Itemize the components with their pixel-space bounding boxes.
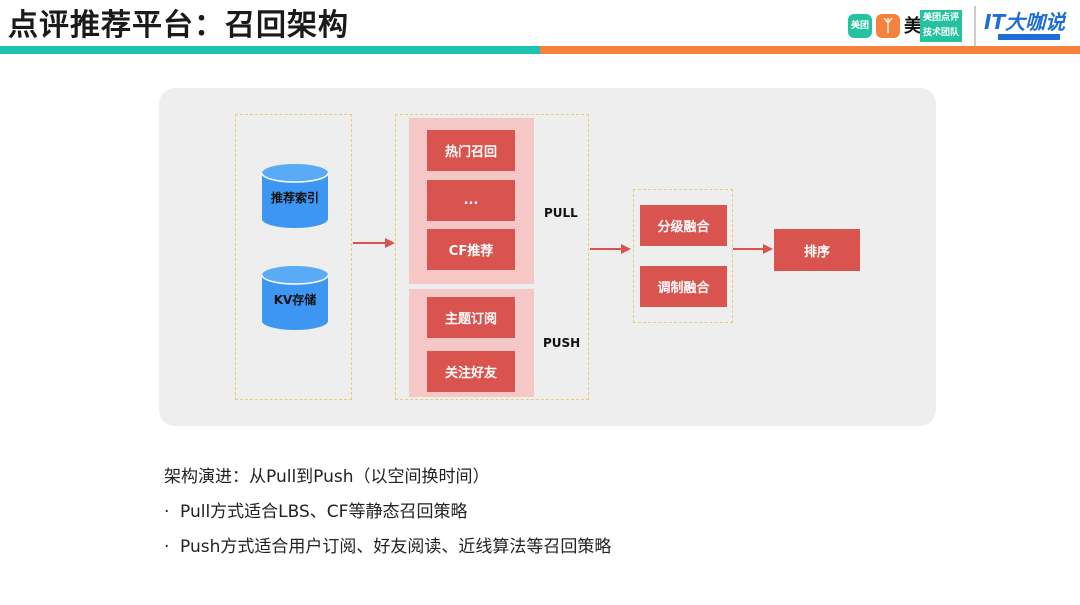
tech-team-logo-line1: 美团点评 xyxy=(922,13,959,23)
logo-divider xyxy=(974,6,976,48)
pull-item-hot: 热门召回 xyxy=(427,130,515,171)
meituan-text-logo: 美 xyxy=(904,16,922,37)
bullet-marker: · xyxy=(164,502,170,522)
merge-item-level: 分级融合 xyxy=(640,205,727,246)
pull-item-cf: CF推荐 xyxy=(427,229,515,270)
meituan-logo-icon: 美团 xyxy=(848,14,872,38)
notes-bullet-item: · Pull方式适合LBS、CF等静态召回策略 xyxy=(164,495,611,530)
notes-bullet-item: · Push方式适合用户订阅、好友阅读、近线算法等召回策略 xyxy=(164,530,611,565)
dianping-logo-icon: ᛉ xyxy=(876,14,900,38)
notes-bullet-text: Push方式适合用户订阅、好友阅读、近线算法等召回策略 xyxy=(180,537,612,557)
notes-heading: 架构演进：从Pull到Push（以空间换时间） xyxy=(164,467,490,487)
merge-item-modulate: 调制融合 xyxy=(640,266,727,307)
bullet-marker: · xyxy=(164,537,170,557)
push-item-friend: 关注好友 xyxy=(427,351,515,392)
kv-database: KV存储 xyxy=(261,265,329,331)
push-label: PUSH xyxy=(543,336,581,350)
rank-box: 排序 xyxy=(774,229,860,271)
itdks-logo-underline xyxy=(998,34,1060,40)
arrow-sources-to-recall xyxy=(353,238,395,248)
tech-team-logo-line2: 技术团队 xyxy=(922,28,959,38)
pull-item-more: ... xyxy=(427,180,515,221)
recall-group xyxy=(395,114,589,400)
merge-group xyxy=(633,189,733,323)
tech-team-logo: 美团点评 技术团队 xyxy=(920,10,962,42)
push-item-topic: 主题订阅 xyxy=(427,297,515,338)
notes-section: 架构演进：从Pull到Push（以空间换时间） · Pull方式适合LBS、CF等… xyxy=(164,460,611,565)
page-title: 点评推荐平台：召回架构 xyxy=(8,8,349,43)
index-database-label: 推荐索引 xyxy=(270,191,319,205)
kv-database-label: KV存储 xyxy=(273,293,317,307)
database-icon xyxy=(261,164,329,228)
arrow-recall-to-merge xyxy=(590,244,631,254)
pull-label: PULL xyxy=(544,206,578,220)
itdks-logo: IT大咖说 xyxy=(984,10,1066,34)
header-bar-orange xyxy=(540,46,1080,54)
header-bar-teal xyxy=(0,46,540,54)
database-icon xyxy=(261,266,329,330)
index-database: 推荐索引 xyxy=(261,163,329,229)
notes-bullet-text: Pull方式适合LBS、CF等静态召回策略 xyxy=(180,502,468,522)
sources-group xyxy=(235,114,352,400)
arrow-merge-to-rank xyxy=(733,244,773,254)
